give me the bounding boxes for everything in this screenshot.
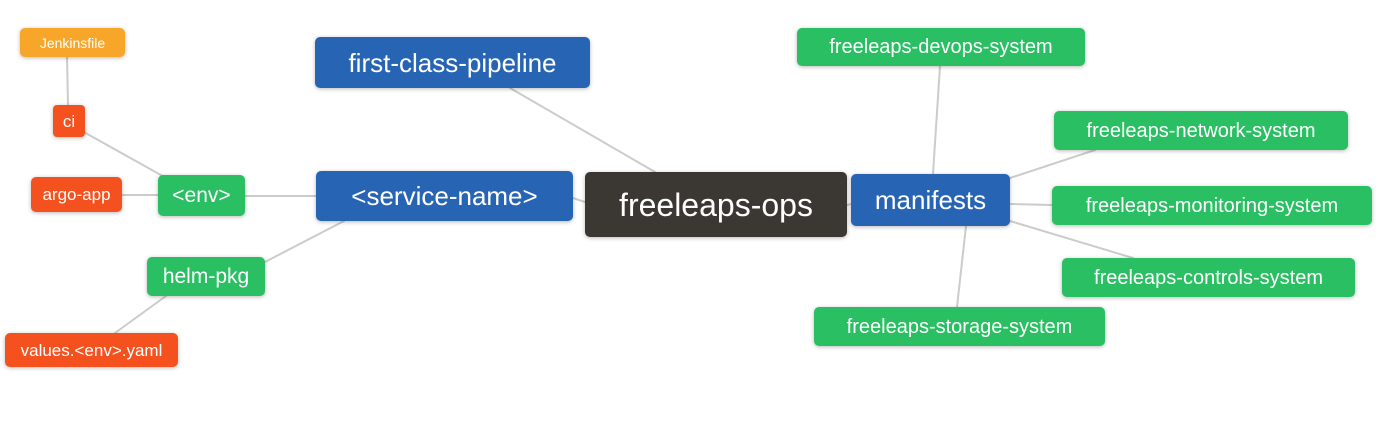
- node-manifests: manifests: [851, 174, 1010, 226]
- node-first-class-pipeline: first-class-pipeline: [315, 37, 590, 88]
- node-freeleaps-storage-system: freeleaps-storage-system: [814, 307, 1105, 346]
- edge-manifests-controls: [1009, 220, 1134, 259]
- node-jenkinsfile: Jenkinsfile: [20, 28, 125, 57]
- node-freeleaps-controls-system: freeleaps-controls-system: [1062, 258, 1355, 297]
- edge-ops-manifests: [846, 203, 852, 206]
- node-argo-app: argo-app: [31, 177, 122, 212]
- edge-service-name-ops: [572, 197, 586, 203]
- edge-manifests-storage: [956, 225, 967, 308]
- node-service-name: <service-name>: [316, 171, 573, 221]
- node-ci: ci: [53, 105, 85, 137]
- node-freeleaps-devops-system: freeleaps-devops-system: [797, 28, 1085, 66]
- edge-pipeline-ops: [509, 87, 656, 173]
- node-values-env-yaml: values.<env>.yaml: [5, 333, 178, 367]
- edge-helm-pkg-service-name: [262, 220, 345, 264]
- edge-manifests-network: [1009, 149, 1096, 179]
- edge-manifests-devops: [932, 65, 941, 175]
- node-helm-pkg: helm-pkg: [147, 257, 265, 296]
- edge-manifests-monitoring: [1009, 203, 1053, 206]
- node-env: <env>: [158, 175, 245, 216]
- edge-jenkinsfile-ci: [66, 56, 69, 106]
- edge-ci-env: [81, 130, 169, 180]
- node-freeleaps-network-system: freeleaps-network-system: [1054, 111, 1348, 150]
- node-freeleaps-ops: freeleaps-ops: [585, 172, 847, 237]
- edge-values-helm-pkg: [114, 295, 167, 334]
- node-freeleaps-monitoring-system: freeleaps-monitoring-system: [1052, 186, 1372, 225]
